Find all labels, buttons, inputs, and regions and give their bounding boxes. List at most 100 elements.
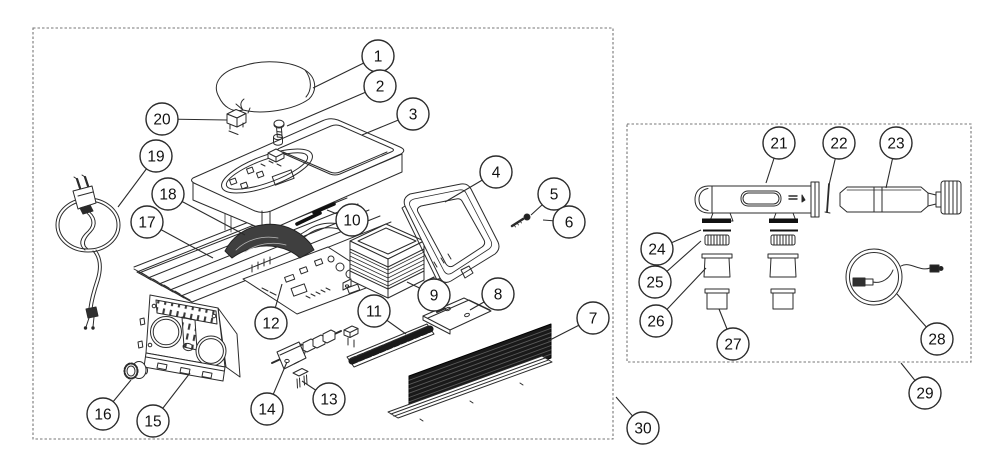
callout-11-number: 11 — [366, 304, 382, 321]
part-10-label-strip-drawing — [295, 202, 336, 226]
callout-26-circle — [639, 304, 673, 338]
callout-4-number: 4 — [492, 165, 501, 182]
boundary-boxes — [32, 27, 972, 440]
callout-11-circle — [357, 294, 391, 328]
callout-12-number: 12 — [262, 316, 279, 333]
callout-15-number: 15 — [144, 414, 161, 431]
callout-17-circle — [130, 205, 164, 239]
callout-7-circle — [576, 301, 610, 335]
callout-14-number: 14 — [258, 402, 276, 419]
callout-13-circle — [312, 382, 346, 416]
part-23-fuse-holder-drawing — [839, 180, 962, 215]
part-3-upper-housing-drawing — [191, 118, 405, 233]
callout-13-number: 13 — [320, 392, 337, 409]
callout-4-circle — [479, 155, 513, 189]
part-22-gasket-drawing — [824, 183, 831, 214]
callout-25-number: 25 — [646, 275, 663, 292]
callout-3: 3 — [361, 97, 430, 136]
callout-28-number: 28 — [928, 332, 945, 349]
callout-9: 9 — [406, 278, 451, 312]
part-19-power-cord-drawing — [55, 174, 121, 330]
callout-17: 17 — [130, 205, 214, 259]
callout-24-number: 24 — [648, 242, 666, 259]
callout-24-circle — [640, 232, 674, 266]
part-16-knob-drawing — [123, 361, 149, 380]
callout-6: 6 — [542, 205, 586, 239]
callout-20: 20 — [145, 102, 228, 136]
callout-6-number: 6 — [565, 215, 574, 232]
part-5-6-screw-drawing — [510, 213, 531, 228]
callout-23-circle — [879, 126, 913, 160]
callout-14: 14 — [250, 361, 288, 426]
callout-10: 10 — [326, 203, 369, 237]
callout-20-circle — [145, 102, 179, 136]
part-20-connector-block-drawing — [226, 109, 247, 135]
callout-3-circle — [396, 97, 430, 131]
callout-28-circle — [920, 322, 954, 356]
callout-9-number: 9 — [430, 288, 439, 305]
callout-4: 4 — [444, 155, 513, 203]
part-8-bracket-drawing — [422, 297, 492, 335]
callout-2: 2 — [286, 69, 397, 127]
callout-26-number: 26 — [647, 314, 664, 331]
part-25-knurled-nuts-drawing — [704, 234, 796, 246]
callout-19: 19 — [117, 139, 173, 208]
callout-15: 15 — [136, 372, 191, 438]
callout-26: 26 — [639, 267, 707, 338]
callout-12: 12 — [254, 283, 288, 340]
callout-5: 5 — [530, 177, 571, 216]
callout-2-number: 2 — [376, 79, 385, 96]
callout-22-number: 22 — [830, 136, 847, 153]
callout-21-number: 21 — [770, 136, 787, 153]
callout-22: 22 — [822, 126, 856, 186]
callout-29-number: 29 — [916, 386, 933, 403]
callout-28: 28 — [896, 293, 954, 356]
callout-7-number: 7 — [589, 311, 598, 328]
callout-16-number: 16 — [94, 407, 111, 424]
callout-18-number: 18 — [159, 187, 176, 204]
part-2-screw-drawing — [273, 119, 285, 138]
callout-2-leader-line — [286, 85, 381, 127]
callout-29: 29 — [900, 362, 942, 410]
callout-30-number: 30 — [634, 421, 652, 438]
callout-22-circle — [822, 126, 856, 160]
part-28-sensor-cable-drawing — [845, 248, 944, 306]
callout-20-number: 20 — [153, 112, 171, 129]
part-18-insulating-sheet-drawing — [224, 223, 315, 259]
callout-16-circle — [86, 397, 120, 431]
callout-1-number: 1 — [374, 49, 383, 66]
callout-19-circle — [139, 139, 173, 173]
callout-16: 16 — [86, 379, 132, 431]
callout-7: 7 — [547, 301, 610, 342]
callout-2-circle — [363, 69, 397, 103]
callout-12-circle — [254, 306, 288, 340]
callout-8: 8 — [469, 277, 515, 311]
callout-17-number: 17 — [138, 215, 155, 232]
callout-14-circle — [250, 392, 284, 426]
callout-25-circle — [638, 265, 672, 299]
callout-21-circle — [762, 126, 796, 160]
part-11-terminal-strip-drawing — [343, 323, 435, 368]
callout-30: 30 — [615, 396, 660, 445]
callout-21: 21 — [762, 126, 796, 184]
callout-13: 13 — [301, 380, 346, 416]
part-1-top-cover-drawing — [215, 61, 316, 114]
callout-27: 27 — [716, 308, 750, 361]
callout-6-circle — [552, 205, 586, 239]
accessory-kit-boundary — [626, 123, 972, 363]
part-24-washer-rings-drawing — [702, 218, 798, 232]
callout-27-number: 27 — [724, 337, 741, 354]
part-9-transformer-drawing — [292, 222, 435, 299]
part-26-large-caps-drawing — [701, 253, 799, 278]
part-14-connector-set-drawing — [271, 329, 342, 370]
part-21-valve-body-drawing — [694, 181, 820, 222]
callout-27-circle — [716, 327, 750, 361]
callout-23-number: 23 — [887, 136, 904, 153]
callout-9-circle — [417, 278, 451, 312]
callout-10-circle — [335, 203, 369, 237]
part-15-front-panel-drawing — [137, 294, 241, 382]
callout-24: 24 — [640, 229, 702, 266]
